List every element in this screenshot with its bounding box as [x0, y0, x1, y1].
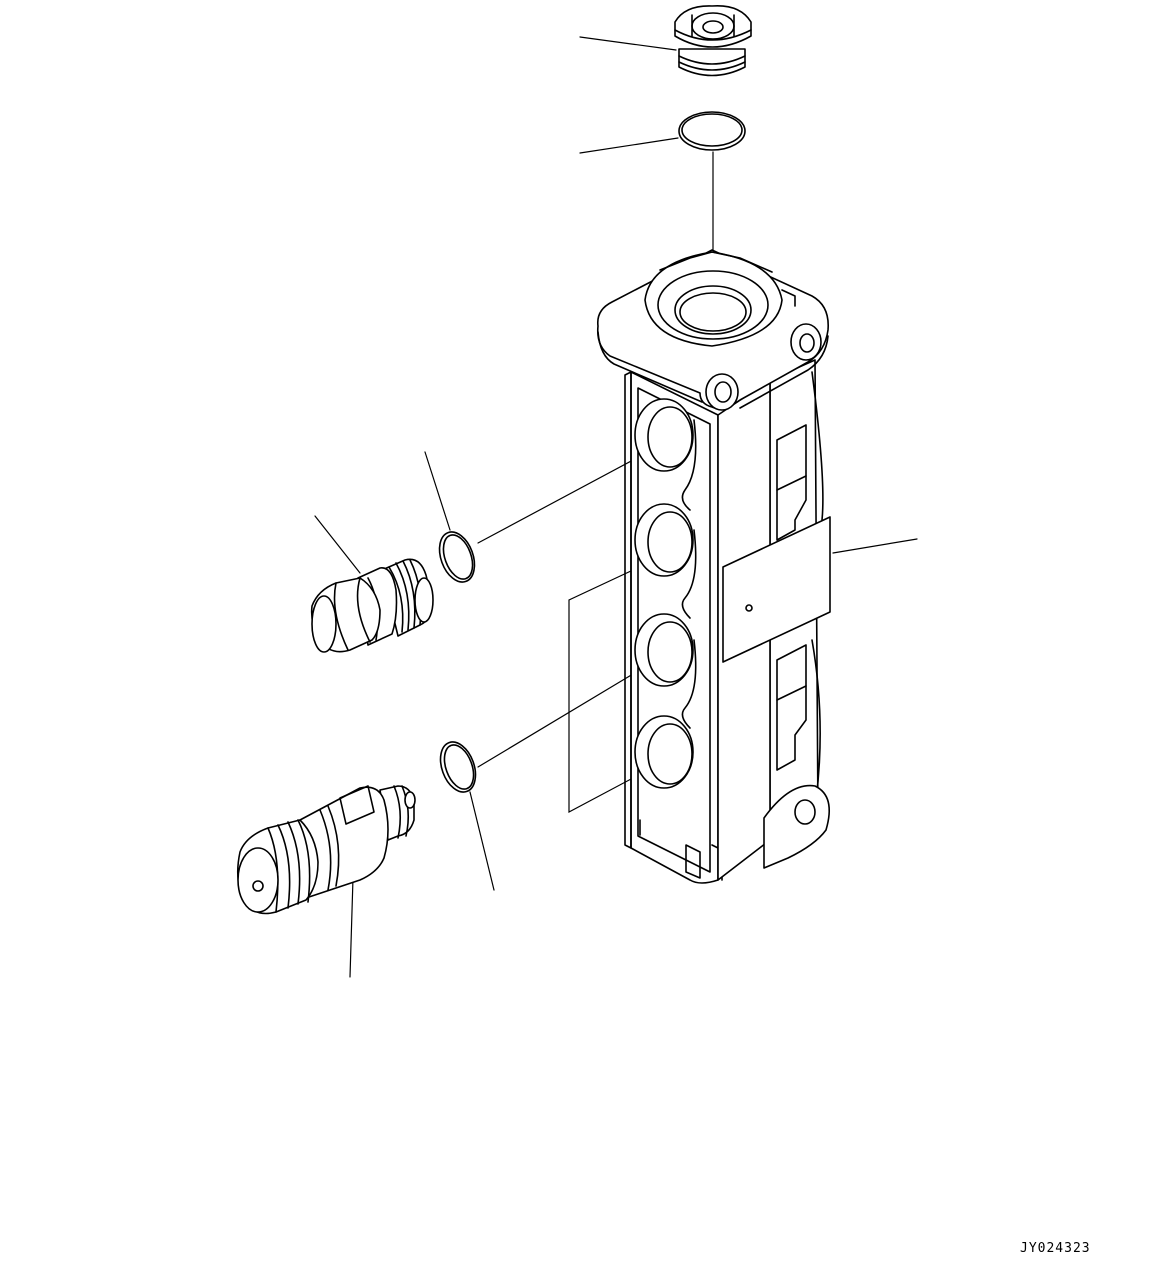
leader-lines	[314, 36, 918, 978]
plug-top-icon	[674, 5, 752, 77]
o-ring-upper-left-icon	[438, 531, 476, 583]
plug-left-icon	[310, 558, 434, 653]
relief-valve-icon	[236, 785, 416, 915]
o-ring-top-icon	[678, 111, 746, 151]
drawing-code: JY024323	[1020, 1241, 1091, 1256]
valve-body-icon	[596, 249, 831, 884]
o-ring-lower-left-icon	[439, 741, 477, 793]
port-holes	[634, 398, 697, 789]
